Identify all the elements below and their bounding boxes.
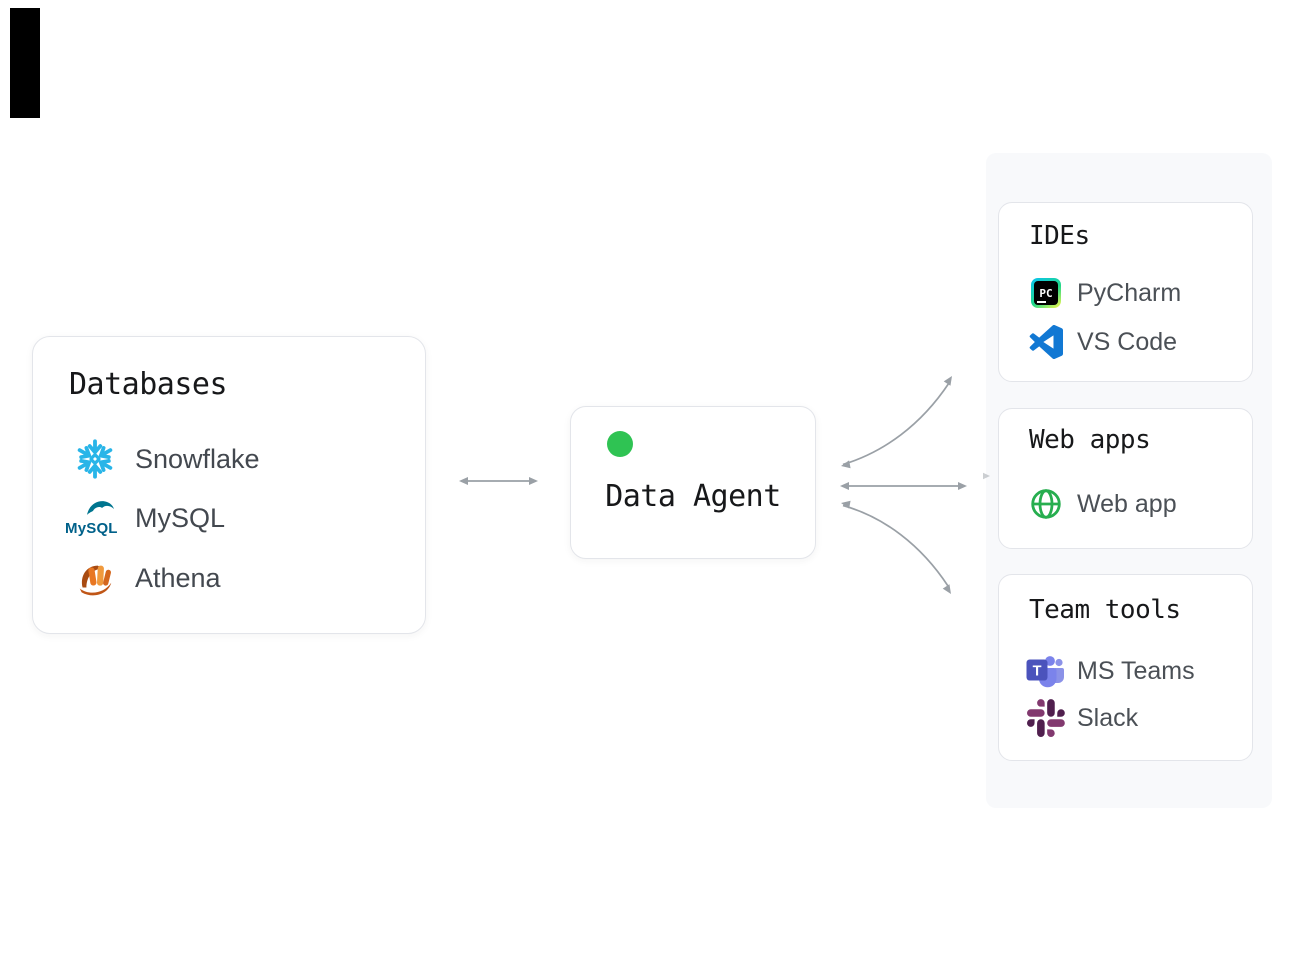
slack-icon — [1025, 699, 1067, 737]
team-tools-box: Team tools T MS Teams — [998, 574, 1253, 761]
databases-title: Databases — [69, 367, 228, 402]
list-item-label: Snowflake — [135, 443, 260, 474]
ides-box: IDEs PC PyCharm VS Code — [998, 202, 1253, 382]
data-agent-label: Data Agent — [605, 479, 781, 514]
globe-icon — [1025, 486, 1067, 522]
list-item-label: MySQL — [135, 502, 226, 533]
athena-icon — [61, 557, 129, 599]
list-item-msteams[interactable]: T MS Teams — [1025, 651, 1195, 691]
list-item-webapp[interactable]: Web app — [1025, 484, 1177, 524]
list-item-vscode[interactable]: VS Code — [1025, 322, 1177, 362]
list-item-slack[interactable]: Slack — [1025, 698, 1138, 738]
list-item-pycharm[interactable]: PC PyCharm — [1025, 273, 1181, 313]
list-item-mysql[interactable]: MySQL MySQL — [61, 494, 225, 542]
mysql-icon: MySQL — [61, 497, 129, 539]
list-item-snowflake[interactable]: Snowflake — [61, 435, 260, 483]
pycharm-icon: PC — [1025, 278, 1067, 308]
list-item-label: PyCharm — [1077, 278, 1182, 307]
team-tools-title: Team tools — [1029, 595, 1181, 625]
list-item-athena[interactable]: Athena — [61, 554, 221, 602]
msteams-icon: T — [1025, 653, 1067, 689]
list-item-label: Web app — [1077, 489, 1177, 518]
svg-text:T: T — [1033, 664, 1042, 680]
list-item-label: Slack — [1077, 703, 1139, 732]
redaction-block — [10, 8, 40, 118]
list-item-label: MS Teams — [1077, 656, 1195, 685]
status-dot — [607, 431, 633, 457]
list-item-label: Athena — [135, 562, 221, 593]
list-item-label: VS Code — [1077, 327, 1178, 356]
snowflake-icon — [61, 436, 129, 482]
ides-title: IDEs — [1029, 221, 1090, 251]
web-apps-box: Web apps Web app — [998, 408, 1253, 549]
databases-box: Databases Snowflake — [32, 336, 426, 634]
web-apps-title: Web apps — [1029, 425, 1151, 455]
vscode-icon — [1025, 325, 1067, 359]
data-agent-box[interactable]: Data Agent — [570, 406, 816, 559]
